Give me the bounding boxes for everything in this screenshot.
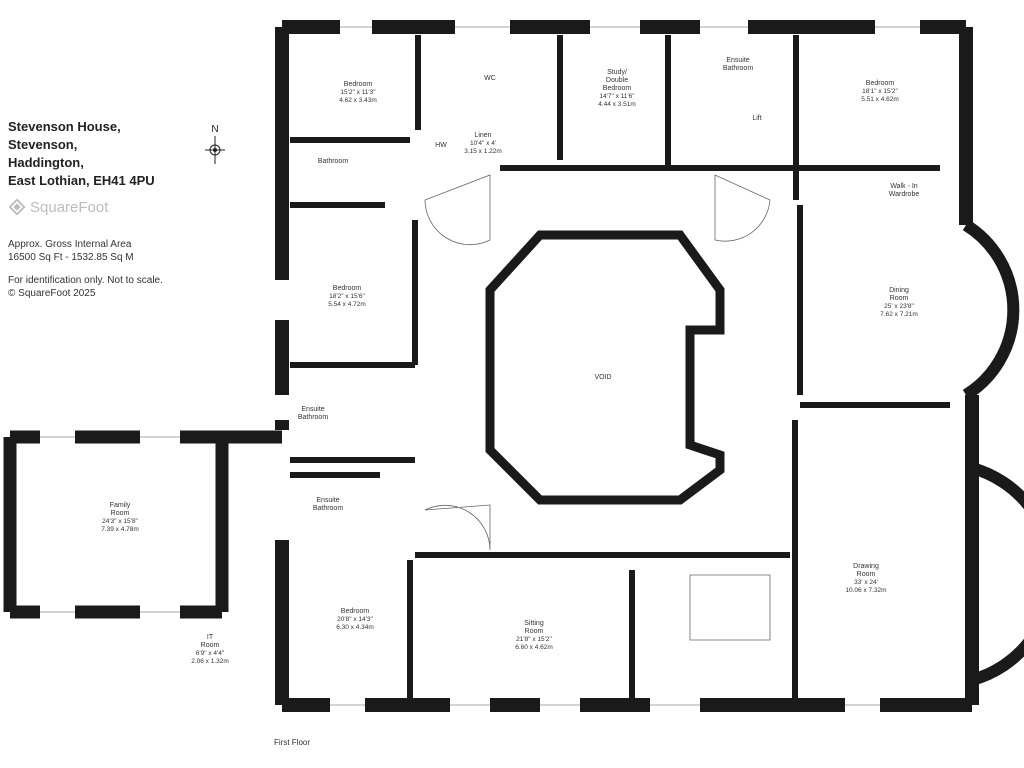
address-line: Haddington, — [8, 155, 84, 170]
room-dims-family: 7.39 x 4.78m — [101, 526, 139, 533]
room-label-ensuite-mid: Bathroom — [298, 414, 329, 421]
room-label-ensuite-top: Bathroom — [723, 65, 754, 72]
room-dims-bedroom-1: 4.62 x 3.43m — [339, 97, 377, 104]
room-label-void: VOID — [594, 374, 611, 381]
room-dims-dining: 25' x 23'8" — [884, 303, 914, 310]
interior-walls — [290, 35, 950, 705]
area-line: Approx. Gross Internal Area — [8, 239, 132, 250]
room-label-it: Room — [201, 642, 220, 649]
area-text: Approx. Gross Internal Area 16500 Sq Ft … — [8, 238, 208, 264]
room-dims-bedroom-3: 20'8" x 14'3" — [337, 616, 373, 623]
room-label-bedroom-ne: Bedroom — [866, 80, 895, 87]
room-dims-drawing: 10.06 x 7.32m — [845, 587, 886, 594]
room-dims-it: 2.06 x 1.32m — [191, 658, 229, 665]
address-block: Stevenson House, Stevenson, Haddington, … — [8, 118, 208, 190]
room-dims-bedroom-ne: 18'1" x 15'2" — [862, 88, 898, 95]
room-dims-linen: 10'4" x 4' — [470, 140, 496, 147]
drawing-bay — [970, 462, 1024, 686]
room-label-linen: Linen — [474, 132, 491, 139]
room-dims-it: 6'9" x 4'4" — [196, 650, 225, 657]
room-label-sitting: Room — [525, 628, 544, 635]
family-room-walls — [3, 430, 282, 619]
room-label-ensuite-mid: Ensuite — [301, 406, 324, 413]
room-label-bathroom: Bathroom — [318, 158, 349, 165]
room-label-hw: HW — [435, 142, 447, 149]
room-dims-bedroom-2: 5.54 x 4.72m — [328, 301, 366, 308]
room-dims-sitting: 21'8" x 15'2" — [516, 636, 552, 643]
room-dims-bedroom-3: 6.30 x 4.34m — [336, 624, 374, 631]
room-label-study: Study/ — [607, 69, 627, 76]
compass-label: N — [211, 124, 218, 135]
window-lines — [40, 26, 920, 706]
disclaimer-line: © SquareFoot 2025 — [8, 288, 96, 299]
stair-ne — [714, 174, 771, 242]
room-dims-sitting: 6.60 x 4.62m — [515, 644, 553, 651]
room-label-ensuite-top: Ensuite — [726, 57, 749, 64]
room-dims-drawing: 33' x 24' — [854, 579, 878, 586]
room-label-family: Room — [111, 510, 130, 517]
room-label-bedroom-2: Bedroom — [333, 285, 362, 292]
void-octagon — [485, 230, 725, 505]
room-label-it: IT — [207, 634, 214, 641]
room-label-walkin: Wardrobe — [889, 191, 920, 198]
room-label-family: Family — [110, 502, 131, 509]
room-label-sitting: Sitting — [524, 620, 544, 627]
room-label-ensuite-low: Ensuite — [316, 497, 339, 504]
room-label-wc: WC — [484, 75, 496, 82]
stairs — [424, 174, 771, 641]
stair-nw — [424, 174, 491, 246]
disclaimer-text: For identification only. Not to scale. ©… — [8, 274, 208, 300]
room-dims-bedroom-2: 18'2" x 15'6" — [329, 293, 365, 300]
address-line: Stevenson House, — [8, 119, 121, 134]
room-dims-study: 4.44 x 3.51m — [598, 101, 636, 108]
address-line: Stevenson, — [8, 137, 78, 152]
room-label-dining: Dining — [889, 287, 909, 294]
floor-label: First Floor — [274, 738, 310, 747]
room-label-lift: Lift — [752, 115, 761, 122]
area-line: 16500 Sq Ft - 1532.85 Sq M — [8, 252, 134, 263]
room-dims-study: 14'7" x 11'6" — [599, 93, 635, 100]
room-dims-family: 24'3" x 15'8" — [102, 518, 138, 525]
dining-bay — [962, 219, 1020, 401]
stair-sw — [424, 504, 491, 551]
room-label-walkin: Walk - In — [890, 183, 917, 190]
room-label-bedroom-3: Bedroom — [341, 608, 370, 615]
room-label-study: Bedroom — [603, 85, 632, 92]
room-label-drawing: Drawing — [853, 563, 879, 570]
room-dims-bedroom-1: 15'2" x 11'3" — [340, 89, 376, 96]
address-line: East Lothian, EH41 4PU — [8, 173, 155, 188]
room-label-study: Double — [606, 77, 628, 84]
stair-main — [689, 574, 771, 641]
room-label-ensuite-low: Bathroom — [313, 505, 344, 512]
info-panel: Stevenson House, Stevenson, Haddington, … — [8, 118, 208, 300]
squarefoot-logo-icon — [8, 198, 26, 216]
room-dims-dining: 7.62 x 7.21m — [880, 311, 918, 318]
disclaimer-line: For identification only. Not to scale. — [8, 275, 163, 286]
room-label-dining: Room — [890, 295, 909, 302]
brand-logo: SquareFoot — [8, 198, 208, 216]
brand-name: SquareFoot — [30, 198, 109, 216]
room-dims-bedroom-ne: 5.51 x 4.62m — [861, 96, 899, 103]
room-dims-linen: 3.15 x 1.22m — [464, 148, 502, 155]
room-label-bedroom-1: Bedroom — [344, 81, 373, 88]
room-label-drawing: Room — [857, 571, 876, 578]
compass-icon: N — [205, 124, 225, 164]
